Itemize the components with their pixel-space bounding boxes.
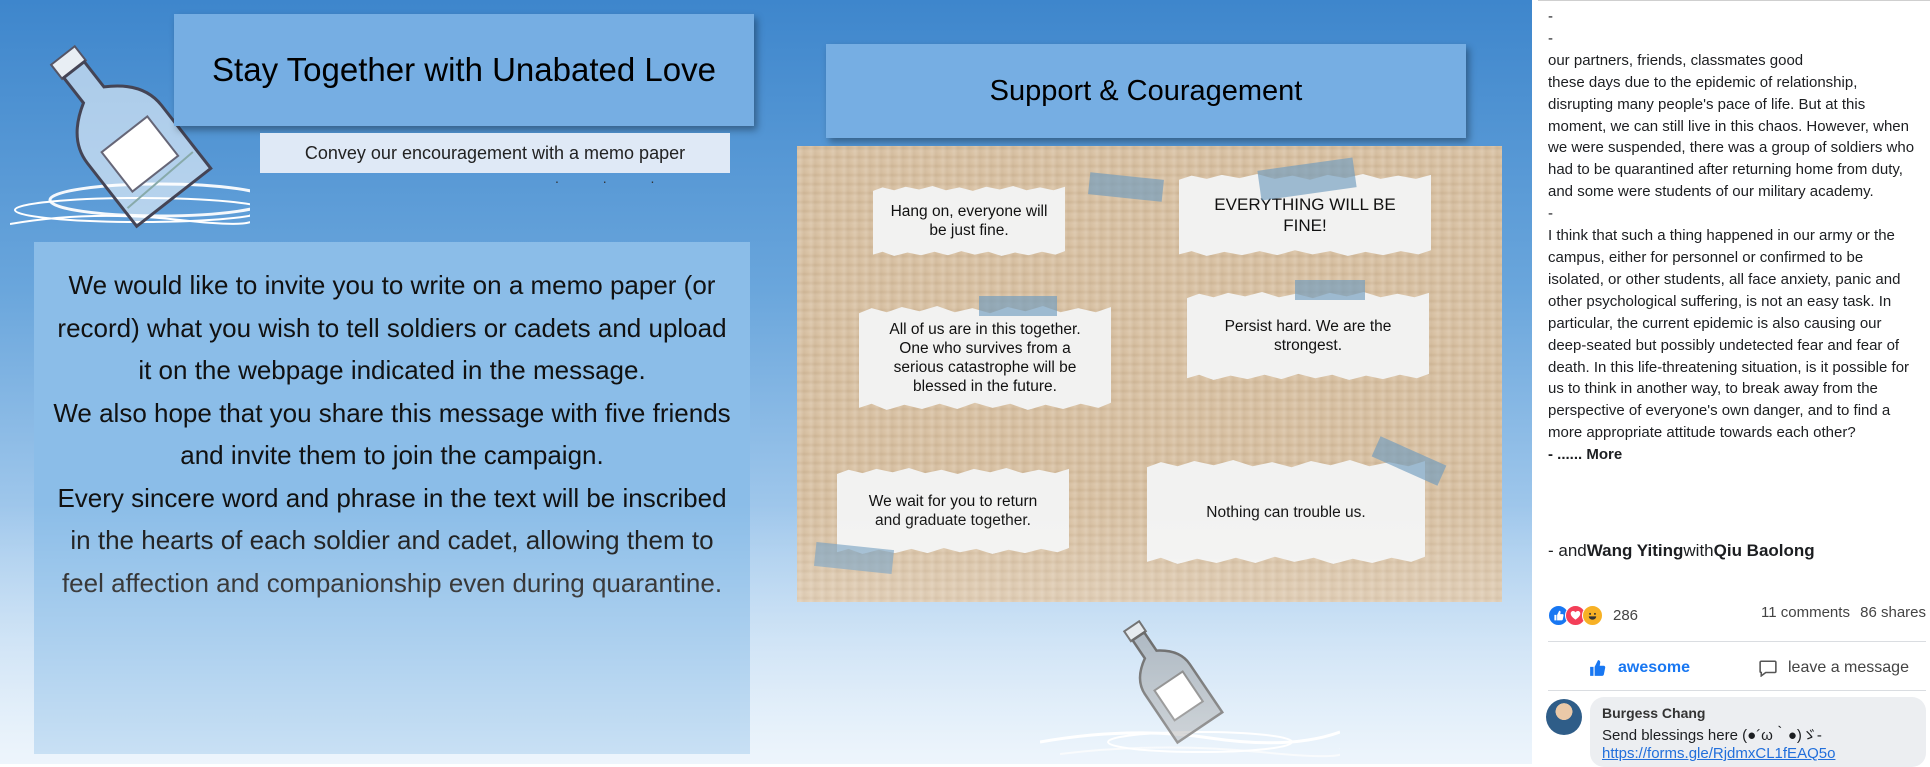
memo-note: We wait for you to return and graduate t… <box>837 468 1069 554</box>
post-body: - - our partners, friends, classmates go… <box>1548 6 1922 466</box>
thumbs-up-icon <box>1590 660 1606 676</box>
love-reaction-icon <box>1565 604 1586 626</box>
poster-subtitle: Convey our encouragement with a memo pap… <box>260 133 730 173</box>
shares-count-link[interactable]: 86 shares <box>1860 604 1926 621</box>
tagged-person-link[interactable]: Qiu Baolong <box>1713 541 1815 560</box>
memo-text: All of us are in this together. One who … <box>889 321 1081 395</box>
tape-strip <box>1295 280 1365 300</box>
message-bottle-illustration <box>10 44 250 229</box>
comment-button[interactable]: leave a message <box>1758 656 1909 680</box>
divider <box>1548 690 1926 691</box>
invitation-paragraph: We would like to invite you to write on … <box>57 270 727 385</box>
comment-bubble: Burgess Chang Send blessings here (●´ω｀●… <box>1590 697 1926 767</box>
tape-strip <box>979 296 1057 316</box>
see-more-link[interactable]: - ...... More <box>1548 446 1623 464</box>
memo-text: Hang on, everyone will be just fine. <box>890 203 1048 239</box>
divider <box>1548 641 1926 642</box>
campaign-poster: Stay Together with Unabated Love Convey … <box>0 0 1532 764</box>
reaction-count: 286 <box>1613 606 1639 624</box>
avatar[interactable] <box>1546 699 1582 735</box>
comment-icon <box>1759 660 1777 677</box>
haha-reaction-icon <box>1582 604 1603 626</box>
post-line: - <box>1548 205 1553 223</box>
divider <box>1538 0 1930 1</box>
tag-prefix: - and <box>1548 541 1587 560</box>
facebook-post-panel: - - our partners, friends, classmates go… <box>1538 0 1930 767</box>
commenter-name-link[interactable]: Burgess Chang <box>1602 705 1706 721</box>
like-button[interactable]: awesome <box>1588 656 1690 680</box>
post-line: our partners, friends, classmates good <box>1548 51 1804 69</box>
memo-note: Persist hard. We are the strongest. <box>1187 292 1429 380</box>
memo-note: Hang on, everyone will be just fine. <box>873 186 1065 256</box>
comment-item: Burgess Chang Send blessings here (●´ω｀●… <box>1544 697 1930 767</box>
comment-text: Send blessings here (●´ω｀●)ゞ- <box>1602 727 1822 744</box>
memo-note: Nothing can trouble us. <box>1147 460 1425 564</box>
post-paragraph: these days due to the epidemic of relati… <box>1548 73 1915 201</box>
invitation-paragraph: Every sincere word and phrase in the tex… <box>57 482 727 598</box>
post-line: - <box>1548 29 1553 47</box>
post-paragraph: I think that such a thing happened in ou… <box>1548 227 1910 442</box>
memo-text: We wait for you to return and graduate t… <box>868 493 1038 529</box>
comments-count-link[interactable]: 11 comments <box>1761 604 1850 621</box>
tagged-people: - andWang YitingwithQiu Baolong <box>1548 541 1815 561</box>
tag-with: with <box>1683 541 1714 560</box>
memo-board: Hang on, everyone will be just fine. EVE… <box>797 146 1502 602</box>
like-reaction-icon <box>1548 604 1569 626</box>
memo-note: All of us are in this together. One who … <box>859 306 1111 410</box>
memo-text: Nothing can trouble us. <box>1206 503 1366 521</box>
message-bottle-illustration <box>1040 619 1340 758</box>
poster-title: Stay Together with Unabated Love <box>174 14 754 126</box>
post-stats: 11 comments 86 shares <box>1761 604 1926 621</box>
invitation-box: We would like to invite you to write on … <box>34 242 750 754</box>
tagged-person-link[interactable]: Wang Yiting <box>1586 541 1684 560</box>
tape-strip <box>1088 172 1164 202</box>
memo-text: EVERYTHING WILL BE FINE! <box>1214 195 1396 235</box>
comment-button-label: leave a message <box>1788 659 1909 676</box>
decorative-dots: . . . <box>555 170 675 186</box>
support-title: Support & Couragement <box>826 44 1466 138</box>
reactions-summary[interactable]: 286 <box>1548 604 1638 626</box>
comment-form-link[interactable]: https://forms.gle/RjdmxCL1fEAQ5o <box>1602 745 1836 762</box>
post-line: - <box>1548 8 1553 25</box>
memo-text: Persist hard. We are the strongest. <box>1224 318 1392 354</box>
invitation-paragraph: We also hope that you share this message… <box>53 397 731 471</box>
like-button-label: awesome <box>1618 659 1691 676</box>
